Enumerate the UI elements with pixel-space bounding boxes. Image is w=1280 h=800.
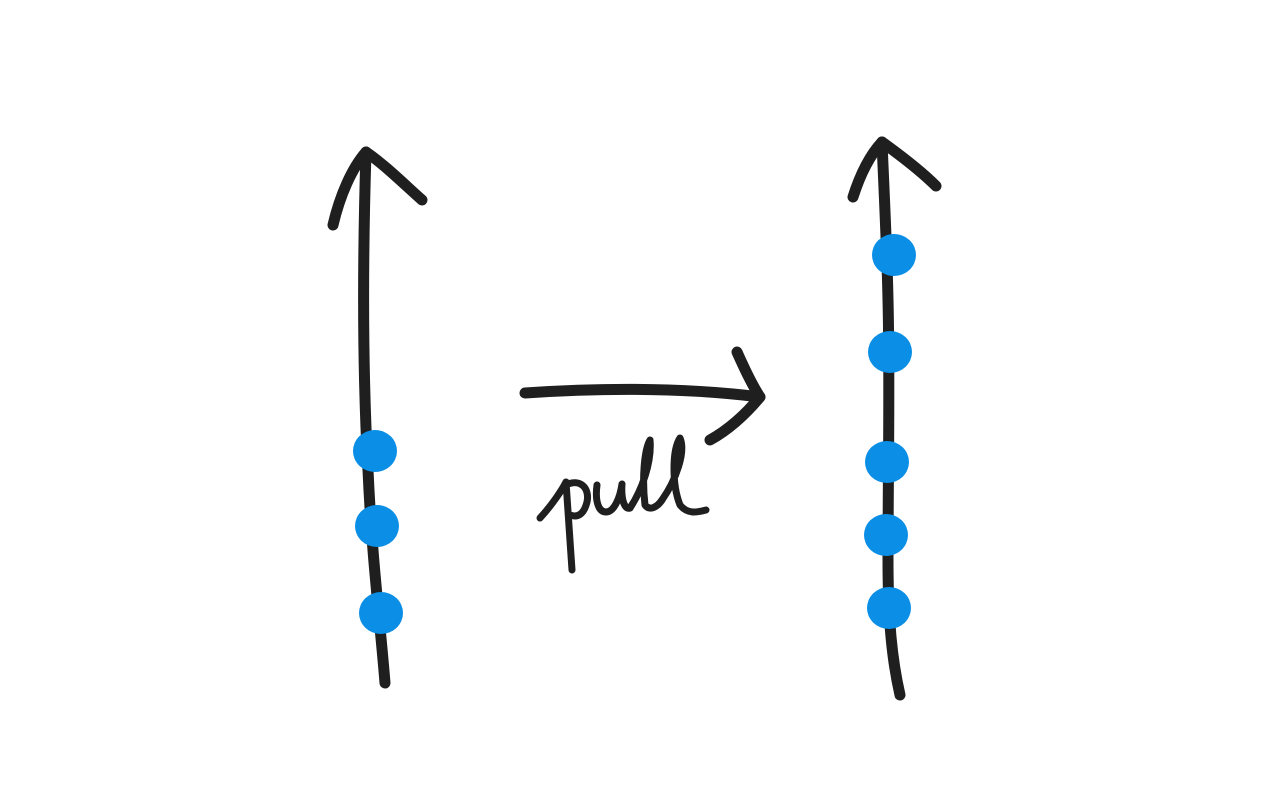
right-axis — [847, 136, 942, 701]
pull-label — [536, 434, 710, 574]
right-dot-5 — [867, 587, 911, 629]
right-dot-4 — [864, 514, 908, 556]
right-dot-3 — [865, 441, 909, 483]
pull-letter-l1 — [626, 436, 666, 512]
right-axis-arrowhead — [847, 136, 942, 203]
pull-arrow-head — [704, 346, 766, 446]
left-dots — [353, 430, 403, 634]
left-dot-3 — [359, 592, 403, 634]
pull-arrow-shaft — [519, 383, 766, 403]
left-dot-1 — [353, 430, 397, 472]
left-dot-2 — [355, 505, 399, 547]
left-axis-arrowhead — [327, 146, 428, 231]
right-dot-1 — [872, 234, 916, 276]
pull-letter-l2 — [658, 434, 710, 516]
right-dot-2 — [868, 331, 912, 373]
right-dots — [864, 234, 916, 629]
left-axis — [327, 146, 428, 689]
pull-letter-p — [536, 478, 592, 574]
pull-letter-u — [592, 480, 634, 516]
pull-arrow — [519, 346, 766, 446]
